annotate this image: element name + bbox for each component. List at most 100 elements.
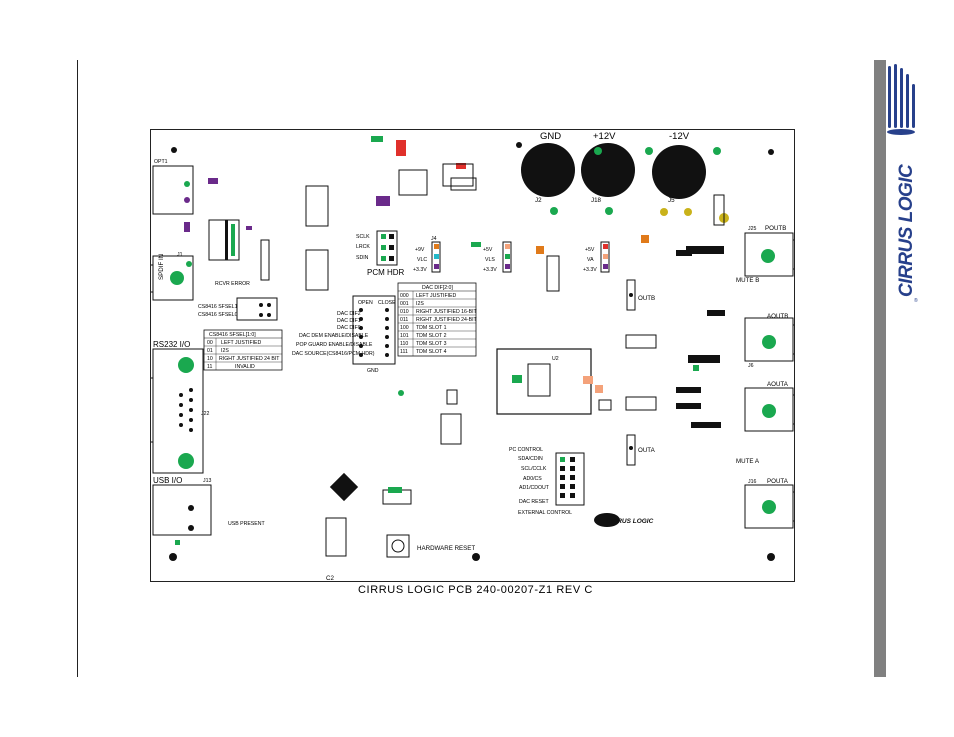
silkscreen-label: 10: [207, 356, 213, 362]
silkscreen-label: SCL/CCLK: [521, 466, 547, 472]
silkscreen-label: I2S: [221, 348, 229, 354]
silkscreen-label: 010: [400, 309, 409, 315]
silkscreen-label: INVALID: [235, 364, 255, 370]
logo-text: CIRRUS LOGIC: [896, 164, 917, 297]
silkscreen-label: VLS: [485, 257, 495, 263]
smd-components: [184, 136, 725, 371]
page-margin-line: [77, 60, 78, 677]
silkscreen-label: EXTERNAL CONTROL: [518, 510, 572, 516]
silkscreen-label: J1: [177, 252, 183, 258]
silkscreen-label: 11: [207, 364, 212, 370]
silkscreen-label: +3.3V: [483, 267, 497, 273]
silkscreen-label: SDIN: [356, 255, 369, 261]
silkscreen-label: J6: [748, 363, 754, 369]
silkscreen-label: PC CONTROL: [509, 447, 543, 453]
pcb-board: GND +12V -12V J2 J18 J5 OPT1 SPDIF IN J1…: [120, 129, 827, 582]
silkscreen-label: -12V: [669, 131, 690, 142]
silkscreen-label: SPDIF IN: [158, 254, 165, 280]
silkscreen-label: TDM SLOT 1: [416, 325, 447, 331]
silkscreen-label: POUTA: [767, 478, 789, 485]
silkscreen-label: J22: [201, 411, 209, 417]
silkscreen-label: RS232 I/O: [153, 340, 190, 349]
silkscreen-label: AD0/CS: [523, 476, 542, 482]
silkscreen-label: J4: [431, 236, 437, 242]
silkscreen-label: J5: [668, 197, 675, 204]
silkscreen-label: AOUTB: [767, 313, 788, 320]
silkscreen-label: RIGHT JUSTIFIED 24 BIT: [219, 356, 280, 362]
silkscreen-label: PCM HDR: [367, 268, 405, 277]
silkscreen-label: 01: [207, 348, 213, 354]
silkscreen-label: OUTB: [638, 295, 655, 302]
silkscreen-label: MUTE A: [736, 458, 760, 465]
silkscreen-label: DAC DIF0: [337, 325, 361, 331]
silkscreen-label: DAC DEM ENABLE/DISABLE: [299, 333, 369, 339]
dac-dif-table: DAC DIF[2:0] 000 LEFT JUSTIFIED 001 I2S 01…: [397, 282, 478, 357]
silkscreen-label: C2: [326, 575, 334, 581]
pcb-silkscreen: GND +12V -12V J2 J18 J5 OPT1 SPDIF IN J1…: [120, 131, 827, 582]
silkscreen-label: 011: [400, 317, 408, 323]
silkscreen-label: CIRRUS LOGIC: [606, 518, 654, 525]
silkscreen-label: SCLK: [356, 234, 370, 240]
silkscreen-label: USB I/O: [153, 476, 182, 485]
silkscreen-label: J2: [535, 197, 542, 204]
silkscreen-label: CS8416 SFSEL[1:0]: [209, 332, 256, 338]
mounting-holes: [169, 142, 775, 561]
silkscreen-label: POP GUARD ENABLE/DISABLE: [296, 342, 373, 348]
silkscreen-label: DAC DIF[2:0]: [422, 285, 453, 291]
silkscreen-label: 00: [207, 340, 213, 346]
silkscreen-label: OPT1: [154, 159, 168, 165]
silkscreen-label: HARDWARE RESET: [417, 545, 475, 552]
silkscreen-label: CS8416 SFSEL1: [198, 304, 238, 310]
silkscreen-label: RIGHT JUSTIFIED 16-BIT: [416, 309, 478, 315]
silkscreen-label: +5V: [585, 247, 595, 253]
silkscreen-label: 001: [400, 301, 409, 307]
silkscreen-label: DAC RESET: [519, 499, 550, 505]
silkscreen-label: ®: [914, 297, 918, 304]
cirrus-logic-logo: CIRRUS LOGIC ®: [887, 64, 918, 304]
silkscreen-label: OUTA: [638, 447, 656, 454]
silkscreen-label: +9V: [415, 247, 425, 253]
silkscreen-label: DAC DIF1: [337, 318, 361, 324]
silkscreen-label: SDA/CDIN: [518, 456, 543, 462]
silkscreen-label: I2S: [416, 301, 424, 307]
silkscreen-label: GND: [540, 131, 561, 142]
silkscreen-label: TDM SLOT 4: [416, 349, 447, 355]
silkscreen-label: 111: [400, 349, 408, 355]
silkscreen-label: LRCK: [356, 244, 370, 250]
silkscreen-label: CS8416 SFSEL0: [198, 312, 238, 318]
silkscreen-label: MUTE B: [736, 277, 759, 284]
silkscreen-label: +12V: [593, 131, 616, 142]
silkscreen-label: USB PRESENT: [228, 521, 265, 527]
silkscreen-label: CLOSE: [378, 300, 396, 306]
silkscreen-label: 000: [400, 293, 409, 299]
silkscreen-label: J18: [591, 197, 602, 204]
silkscreen-label: 101: [400, 333, 409, 339]
silkscreen-label: +3.3V: [413, 267, 427, 273]
cs8416-sfsel-table: CS8416 SFSEL[1:0] 00 LEFT JUSTIFIED 01 I…: [203, 329, 283, 371]
silkscreen-label: +5V: [483, 247, 493, 253]
silkscreen-label: VLC: [417, 257, 427, 263]
silkscreen-label: OPEN: [358, 300, 373, 306]
silkscreen-label: J25: [748, 226, 756, 232]
power-jacks: [521, 143, 729, 223]
silkscreen-label: RCVR ERROR: [215, 281, 250, 287]
silkscreen-label: AOUTA: [767, 381, 789, 388]
silkscreen-label: TDM SLOT 2: [416, 333, 447, 339]
silkscreen-label: +3.3V: [583, 267, 597, 273]
page-sidebar-bar: [874, 60, 886, 677]
silkscreen-label: DAC DIF2: [337, 311, 361, 317]
silkscreen-label: RIGHT JUSTIFIED 24-BIT: [416, 317, 478, 323]
silkscreen-label: POUTB: [765, 225, 786, 232]
silkscreen-label: U2: [552, 356, 559, 362]
board-caption: CIRRUS LOGIC PCB 240-00207-Z1 REV C: [358, 584, 593, 596]
dac-u2-region: [496, 348, 592, 415]
silkscreen-label: J16: [748, 479, 756, 485]
silkscreen-label: GND: [367, 368, 379, 374]
silkscreen-label: LEFT JUSTIFIED: [416, 293, 457, 299]
silkscreen-label: 110: [400, 341, 408, 347]
silkscreen-label: DAC SOURCE(CS8416/PCM HDR): [292, 351, 375, 357]
silkscreen-label: VA: [587, 257, 594, 263]
silkscreen-label: TDM SLOT 3: [416, 341, 447, 347]
silkscreen-label: 100: [400, 325, 409, 331]
silkscreen-label: LEFT JUSTIFIED: [221, 340, 262, 346]
